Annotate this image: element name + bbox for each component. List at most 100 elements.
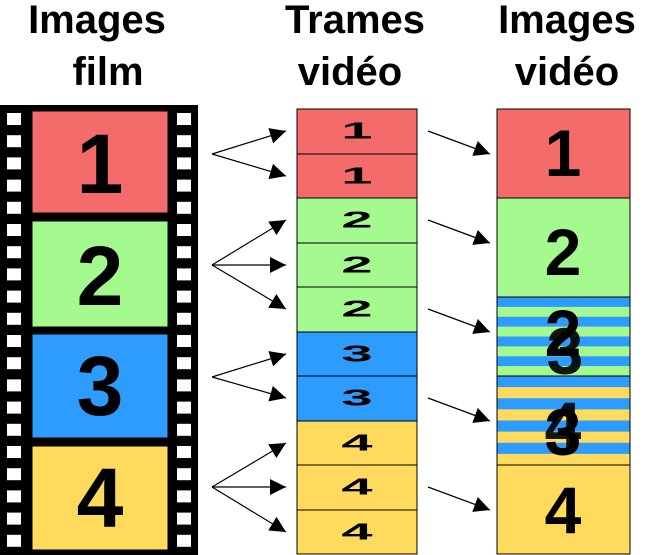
sprocket-hole xyxy=(177,290,191,303)
header-film-line2: film xyxy=(72,50,143,94)
interlace-stripe xyxy=(497,398,630,410)
sprocket-hole xyxy=(177,179,191,192)
interlace-stripe xyxy=(497,387,630,399)
interlace-stripe xyxy=(497,356,630,367)
video-field-label: 3 xyxy=(341,385,372,411)
sprocket-hole xyxy=(177,379,191,392)
video-frame-label-behind: 4 xyxy=(545,388,582,462)
sprocket-hole xyxy=(177,423,191,436)
sprocket-hole xyxy=(177,113,191,125)
interlace-stripe xyxy=(497,420,630,432)
sprocket-hole xyxy=(177,490,191,503)
interlace-stripe xyxy=(497,306,630,318)
sprocket-hole xyxy=(177,201,191,214)
header-video-line1: Images xyxy=(498,0,636,42)
video-frame-label: 1 xyxy=(545,116,582,190)
interlace-stripe xyxy=(497,346,630,357)
arrow xyxy=(427,219,491,245)
arrow xyxy=(427,130,491,156)
video-field-label: 2 xyxy=(341,296,372,322)
header-video: Images vidéo xyxy=(498,0,636,94)
video-frame: 1 xyxy=(496,108,631,199)
sprocket-hole xyxy=(177,135,191,148)
video-frame: 4 xyxy=(496,464,631,555)
sprocket-hole xyxy=(7,246,21,259)
sprocket-hole xyxy=(7,157,21,170)
interlace-stripe xyxy=(497,366,630,377)
video-field: 3 xyxy=(296,375,418,422)
arrow xyxy=(211,486,287,533)
sprocket-hole xyxy=(7,379,21,392)
film-sprockets xyxy=(7,113,191,547)
video-frame: 2 xyxy=(496,197,631,298)
sprocket-hole xyxy=(177,534,191,547)
film-strip: 1 2 3 4 xyxy=(0,105,198,555)
sprocket-hole xyxy=(7,401,21,414)
sprocket-hole xyxy=(7,113,21,125)
sprocket-hole xyxy=(177,335,191,347)
sprocket-hole xyxy=(177,246,191,259)
film-frame: 4 xyxy=(31,445,169,551)
video-frame-5 xyxy=(496,464,631,555)
film-frame: 1 xyxy=(31,110,169,214)
interlace-stripe xyxy=(497,376,630,388)
video-frame-label: 2 xyxy=(545,296,582,370)
header-video-line2: vidéo xyxy=(515,50,619,94)
sprocket-hole xyxy=(7,201,21,214)
video-frame-interlaced: 4 3 xyxy=(496,375,631,469)
film-frame-label: 4 xyxy=(77,451,124,545)
video-field: 1 xyxy=(296,108,418,155)
video-field-label: 2 xyxy=(341,207,372,233)
sprocket-hole xyxy=(177,268,191,281)
film-frames: 1 2 3 4 xyxy=(31,110,169,551)
video-field-label: 1 xyxy=(341,118,372,144)
sprocket-hole xyxy=(7,224,21,236)
video-frame-label: 2 xyxy=(545,215,582,289)
sprocket-hole xyxy=(7,312,21,325)
sprocket-hole xyxy=(7,423,21,436)
sprocket-hole xyxy=(177,446,191,458)
video-field-rect xyxy=(296,242,418,288)
arrow xyxy=(211,219,287,266)
video-field: 4 xyxy=(296,464,418,511)
arrow xyxy=(211,351,287,378)
interlace-stripe xyxy=(497,442,630,455)
film-frame-1 xyxy=(31,110,169,214)
sprocket-hole xyxy=(7,512,21,525)
interlace-stripe xyxy=(497,336,630,347)
header-film-line1: Images xyxy=(28,0,166,42)
video-field: 4 xyxy=(296,420,418,466)
video-field: 2 xyxy=(296,242,418,288)
interlace-stripes-3-2 xyxy=(497,297,630,377)
sprocket-hole xyxy=(7,135,21,148)
interlace-stripe xyxy=(497,326,630,337)
header-film: Images film xyxy=(28,0,166,94)
sprocket-hole xyxy=(7,179,21,192)
sprocket-hole xyxy=(177,468,191,481)
film-frame-label: 1 xyxy=(77,117,124,211)
sprocket-hole xyxy=(7,357,21,370)
video-field-label: 4 xyxy=(341,474,372,500)
sprocket-hole xyxy=(7,446,21,458)
video-field-rect xyxy=(296,331,418,377)
sprocket-hole xyxy=(7,490,21,503)
arrows-fields-to-video xyxy=(427,130,491,512)
sprocket-hole xyxy=(7,335,21,347)
arrow xyxy=(427,397,491,423)
interlace-stripe xyxy=(497,453,630,466)
video-field-rect xyxy=(296,286,418,333)
video-frame-label: 4 xyxy=(545,473,582,547)
arrows-film-to-fields xyxy=(211,128,287,533)
header-trames: Trames vidéo xyxy=(285,0,425,94)
video-frame-interlaced: 3 2 xyxy=(496,296,631,388)
sprocket-hole xyxy=(177,157,191,170)
arrow xyxy=(427,308,491,334)
sprocket-hole xyxy=(7,534,21,547)
video-field: 1 xyxy=(296,153,418,199)
video-field-label: 2 xyxy=(341,252,372,278)
film-frame: 3 xyxy=(31,333,169,439)
video-field-label: 3 xyxy=(341,341,372,367)
video-frame-label: 3 xyxy=(545,395,582,469)
video-field-label: 4 xyxy=(341,430,372,456)
